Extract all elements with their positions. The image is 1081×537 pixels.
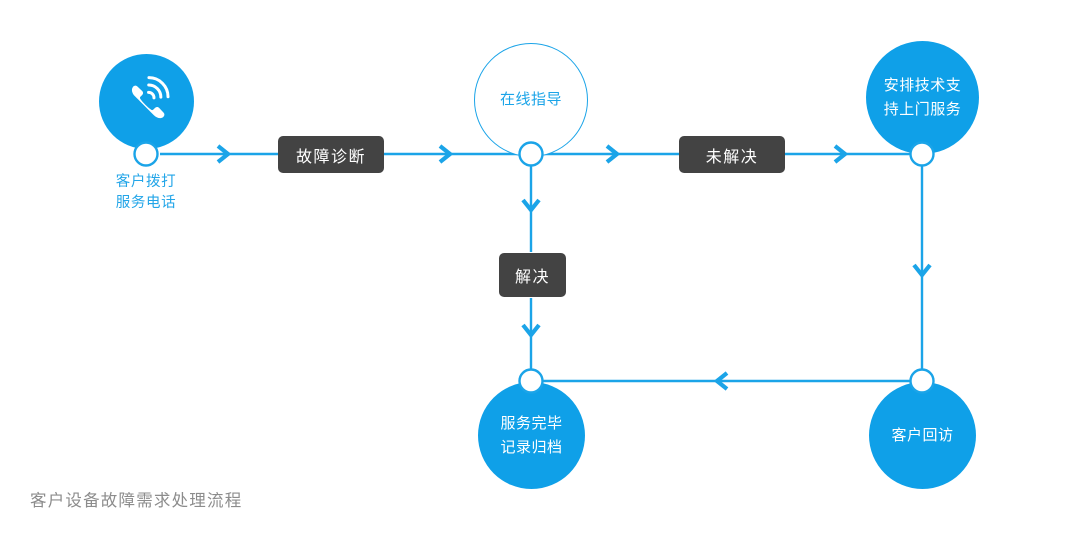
node-service-archive[interactable]: 服务完毕 记录归档: [478, 382, 585, 489]
node-service-archive-label: 服务完毕 记录归档: [500, 414, 563, 456]
edge-label-unresolved[interactable]: 未解决: [679, 136, 785, 173]
knob-customer-call: [133, 141, 159, 167]
arrow-right-call-diagnose: [216, 144, 232, 164]
node-customer-followup-label: 客户回访: [891, 426, 954, 444]
diagram-caption: 客户设备故障需求处理流程: [30, 492, 243, 510]
arrow-left-followup-archive: [713, 371, 729, 391]
node-customer-call[interactable]: [99, 54, 194, 149]
knob-service-archive: [518, 368, 544, 394]
arrow-right-guidance-unresolved: [605, 144, 621, 164]
node-dispatch-technician[interactable]: 安排技术支 持上门服务: [866, 41, 979, 154]
edge-label-resolved[interactable]: 解决: [499, 253, 566, 297]
arrow-right-diagnose-guidance: [438, 144, 454, 164]
node-customer-call-label: 客户拨打 服务电话: [115, 174, 177, 211]
knob-dispatch-technician: [909, 141, 935, 167]
arrow-down-resolved-archive: [521, 323, 541, 339]
phone-call-icon: [116, 71, 178, 133]
node-online-guidance[interactable]: 在线指导: [474, 43, 588, 157]
knob-online-guidance: [518, 141, 544, 167]
node-customer-followup[interactable]: 客户回访: [869, 382, 976, 489]
arrow-down-guidance-resolved: [521, 198, 541, 214]
arrow-right-unresolved-dispatch: [833, 144, 849, 164]
knob-customer-followup: [909, 368, 935, 394]
arrow-down-dispatch-followup: [912, 263, 932, 279]
edge-label-diagnose[interactable]: 故障诊断: [278, 136, 384, 173]
node-online-guidance-label: 在线指导: [499, 91, 562, 108]
node-dispatch-technician-label: 安排技术支 持上门服务: [883, 76, 962, 118]
